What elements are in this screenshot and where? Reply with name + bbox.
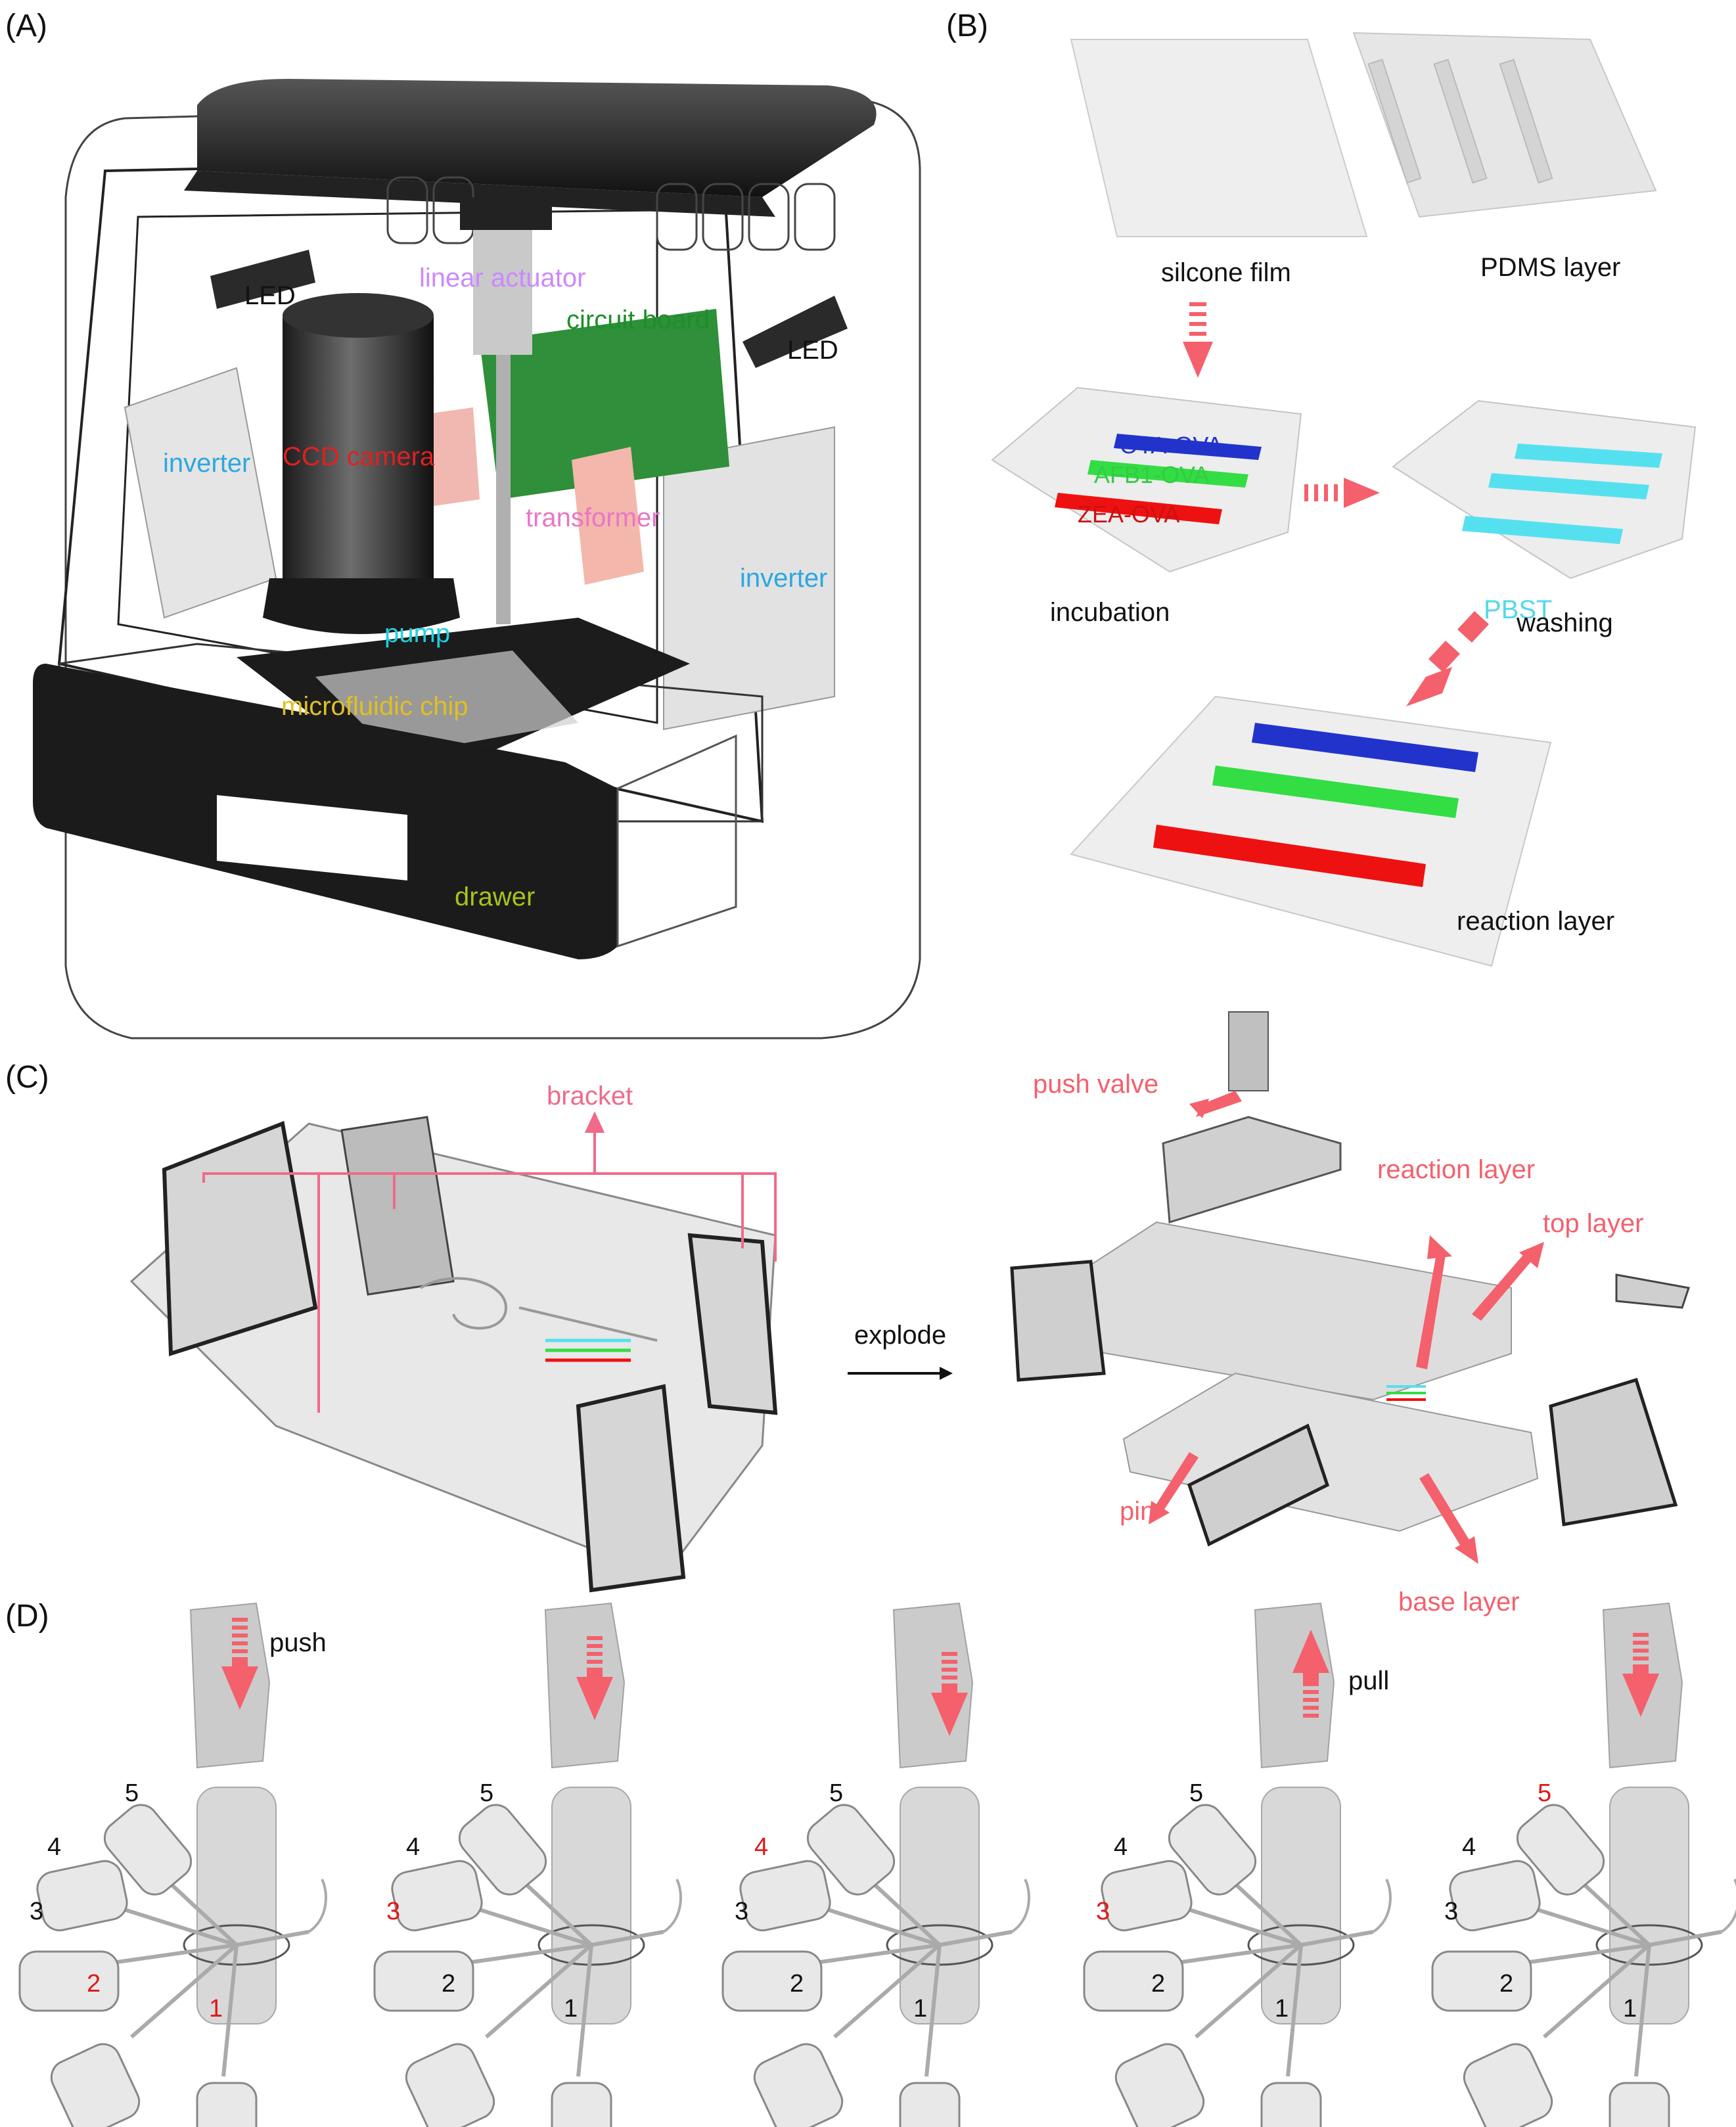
step2-num-4: 4 bbox=[406, 1833, 421, 1861]
step4-num-4: 4 bbox=[1114, 1833, 1128, 1861]
washing-label: washing bbox=[1517, 608, 1613, 637]
step4-num-2: 2 bbox=[1151, 1970, 1166, 1998]
pump-label: pump bbox=[384, 619, 451, 648]
step5-num-4: 4 bbox=[1462, 1833, 1476, 1861]
top-layer-label: top layer bbox=[1543, 1209, 1644, 1238]
pbst-label: PBST bbox=[1484, 595, 1553, 624]
pdms-layer-label: PDMS layer bbox=[1480, 253, 1621, 282]
led-left-label: LED bbox=[244, 281, 296, 310]
circuit-board-label: circuit board bbox=[566, 306, 710, 334]
pin-label: pin bbox=[1120, 1497, 1155, 1526]
bracket-label: bracket bbox=[547, 1082, 633, 1110]
step5-num-3: 3 bbox=[1444, 1898, 1459, 1925]
panel-b-letter: (B) bbox=[946, 9, 988, 43]
zea-ova-label: ZEA-OVA bbox=[1078, 501, 1180, 528]
pull-label: pull bbox=[1348, 1666, 1390, 1695]
step3-num-1: 1 bbox=[913, 1995, 928, 2023]
step4-num-3: 3 bbox=[1096, 1898, 1110, 1925]
transformer-label: transformer bbox=[526, 503, 660, 532]
step1-num-4: 4 bbox=[47, 1833, 62, 1861]
led-right-label: LED bbox=[787, 336, 838, 365]
step1-num-2: 2 bbox=[87, 1970, 101, 1998]
panel-c-letter: (C) bbox=[5, 1060, 49, 1095]
step2-num-5: 5 bbox=[480, 1779, 494, 1807]
base-layer-label: base layer bbox=[1398, 1588, 1520, 1616]
inverter-right-label: inverter bbox=[740, 564, 828, 593]
panel-a-letter: (A) bbox=[5, 9, 47, 43]
step2-num-2: 2 bbox=[442, 1970, 456, 1998]
step2-num-3: 3 bbox=[386, 1898, 401, 1925]
inverter-left-label: inverter bbox=[163, 449, 251, 478]
step5-num-1: 1 bbox=[1623, 1995, 1637, 2023]
valve-step-5 bbox=[1432, 1603, 1736, 2127]
reaction-layer-label-b: reaction layer bbox=[1457, 907, 1615, 936]
drawer-label: drawer bbox=[455, 882, 536, 911]
panel-d-letter: (D) bbox=[5, 1599, 49, 1634]
step3-num-2: 2 bbox=[790, 1970, 804, 1998]
step3-num-3: 3 bbox=[735, 1898, 749, 1925]
step2-num-1: 1 bbox=[564, 1995, 578, 2023]
linear-actuator-label: linear actuator bbox=[419, 263, 586, 292]
step4-num-5: 5 bbox=[1189, 1779, 1204, 1807]
step3-num-5: 5 bbox=[829, 1779, 844, 1807]
step1-num-3: 3 bbox=[30, 1898, 44, 1925]
step3-num-4: 4 bbox=[754, 1833, 769, 1861]
valve-step-1 bbox=[20, 1603, 326, 2127]
push-valve-label: push valve bbox=[1033, 1070, 1159, 1099]
incubation-label: incubation bbox=[1050, 598, 1170, 627]
valve-step-2 bbox=[375, 1603, 681, 2127]
step4-num-1: 1 bbox=[1275, 1995, 1289, 2023]
valve-step-3 bbox=[723, 1603, 1029, 2127]
step1-num-1: 1 bbox=[209, 1995, 223, 2023]
ota-ova-label: OTA-OVA bbox=[1120, 432, 1223, 459]
push-label: push bbox=[269, 1628, 327, 1657]
silicone-film-label: silcone film bbox=[1161, 258, 1291, 287]
step5-num-5: 5 bbox=[1538, 1779, 1552, 1807]
microfluidic-chip-label: microfluidic chip bbox=[281, 692, 468, 721]
afb1-ova-label: AFB1-OVA bbox=[1094, 461, 1210, 488]
explode-label: explode bbox=[854, 1321, 947, 1350]
valve-step-4 bbox=[1084, 1603, 1390, 2127]
step1-num-5: 5 bbox=[125, 1779, 139, 1807]
step5-num-2: 2 bbox=[1499, 1970, 1514, 1998]
ccd-camera-label: CCD camera bbox=[283, 442, 435, 471]
reaction-layer-label-c: reaction layer bbox=[1377, 1155, 1536, 1184]
